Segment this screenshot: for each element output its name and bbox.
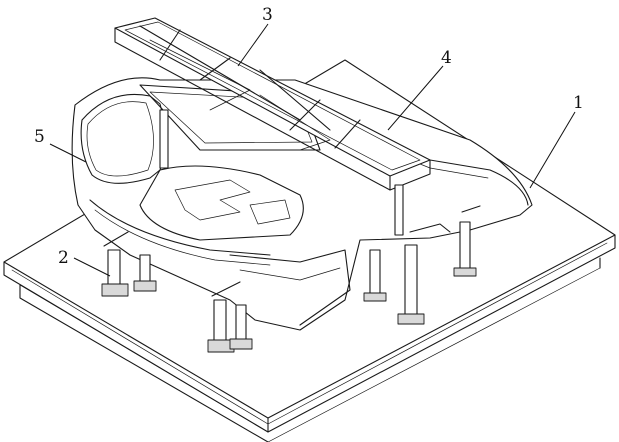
callout-5-leader bbox=[49, 143, 87, 163]
callout-4-leader bbox=[387, 65, 444, 131]
car-body-frame bbox=[71, 77, 533, 331]
callout-1-leader bbox=[529, 111, 576, 189]
callout-3: 3 bbox=[262, 5, 273, 25]
callout-2: 2 bbox=[58, 248, 69, 268]
side-locating-fixtures bbox=[363, 205, 481, 325]
callout-1: 1 bbox=[573, 93, 584, 113]
support-posts bbox=[101, 231, 253, 353]
top-gantry-frame bbox=[114, 17, 431, 236]
callout-5: 5 bbox=[34, 127, 45, 147]
callout-4: 4 bbox=[441, 48, 452, 68]
callout-2-leader bbox=[73, 257, 111, 277]
callout-3-leader bbox=[237, 23, 269, 67]
